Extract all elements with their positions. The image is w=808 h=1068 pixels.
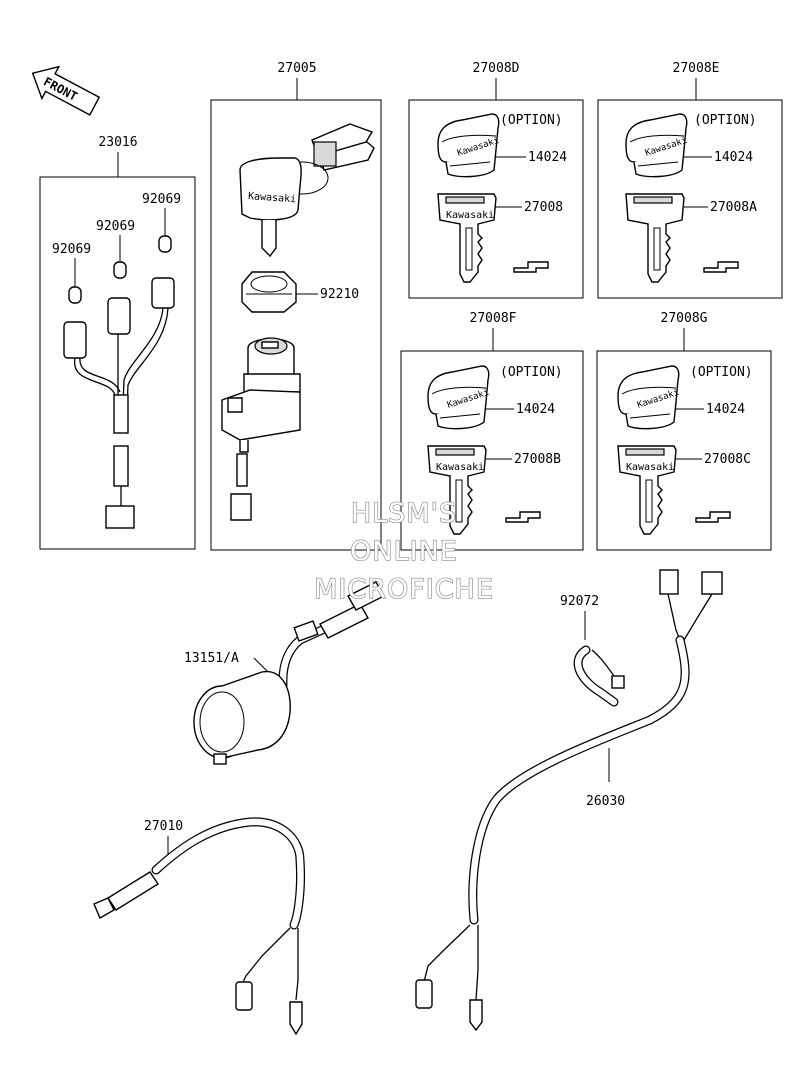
option-g: (OPTION) [690,365,753,380]
ref-92069-a: 92069 [142,192,181,207]
connector-icon [107,297,131,335]
key-brand-g: Kawasaki [626,462,674,473]
group-ignition-switch: 27005 Kawasaki 92210 [210,61,382,551]
ref-14024-e: 14024 [714,150,753,165]
option-e: (OPTION) [694,113,757,128]
front-arrow: FRONT [31,65,101,116]
ref-27008E: 27008E [673,61,720,76]
ref-92072: 92072 [560,594,599,609]
plug-icon [230,493,252,521]
box-key-set-g [596,350,772,551]
option-d: (OPTION) [500,113,563,128]
band-92072: 92072 [560,594,625,707]
box-key-set-e [597,99,783,299]
ref-92069-b: 92069 [96,219,135,234]
ref-27008A: 27008A [710,200,757,215]
ref-92210: 92210 [320,287,359,302]
key-blade-icon [261,220,277,258]
option-f: (OPTION) [500,365,563,380]
watermark-line-1: HLSM'S [351,498,457,529]
group-key-set-f: 27008F (OPTION) Kawasaki 14024 Kawasaki … [400,311,584,551]
ref-27008: 27008 [524,200,563,215]
cap-icon [158,235,172,253]
key-head-icon [239,157,302,221]
ref-27005: 27005 [277,61,316,76]
key-blank-icon [617,445,677,535]
plug-icon [105,505,135,529]
key-cut-icon [703,261,739,273]
key-cut-icon [513,261,549,273]
watermark: HLSM'S ONLINE MICROFICHE [313,497,494,605]
ignition-switch-body-icon [221,337,301,453]
cap-icon [68,286,82,304]
watermark-line-3: MICROFICHE [314,574,494,605]
nut-icon [241,271,297,313]
ref-27008G: 27008G [661,311,708,326]
key-brand: Kawasaki [248,191,297,205]
group-ignition-harness: 23016 92069 92069 92069 [39,135,196,550]
ref-23016: 23016 [98,135,137,150]
group-key-set-g: 27008G (OPTION) Kawasaki 14024 Kawasaki … [596,311,772,551]
box-ignition-harness [39,176,196,550]
ref-27008C: 27008C [704,452,751,467]
box-key-set-d [408,99,584,299]
connector-icon [63,321,87,359]
box-key-set-f [400,350,584,551]
sensor-icon [107,871,159,911]
cap-icon [113,261,127,279]
key-blank-icon [625,193,685,283]
socket-13151: 13151/A [184,581,385,765]
lead-27010: 27010 [93,817,306,1036]
key-blank-icon [437,193,497,283]
ref-27008D: 27008D [473,61,520,76]
ref-27010: 27010 [144,819,183,834]
ref-14024-d: 14024 [528,150,567,165]
harness-26030: 26030 [415,569,723,1032]
key-brand-f: Kawasaki [436,462,484,473]
group-key-set-d: 27008D (OPTION) Kawasaki 14024 Kawasaki … [408,61,584,299]
ref-27008F: 27008F [470,311,517,326]
key-icon [311,123,375,171]
key-brand-d: Kawasaki [446,210,494,221]
connector-icon [319,603,369,639]
ref-14024-g: 14024 [706,402,745,417]
ref-92069-c: 92069 [52,242,91,257]
ref-27008B: 27008B [514,452,561,467]
box-ignition-switch [210,99,382,551]
watermark-line-2: ONLINE [350,536,458,567]
ref-13151A: 13151/A [184,651,239,666]
ref-26030: 26030 [586,794,625,809]
ref-14024-f: 14024 [516,402,555,417]
group-key-set-e: 27008E (OPTION) Kawasaki 14024 27008A [597,61,783,299]
connector-icon [151,277,175,309]
key-cut-icon [505,511,541,523]
connector-icon [701,571,723,595]
connector-icon [659,569,679,595]
arrow-shape-icon [31,65,101,116]
key-cut-icon [695,511,731,523]
